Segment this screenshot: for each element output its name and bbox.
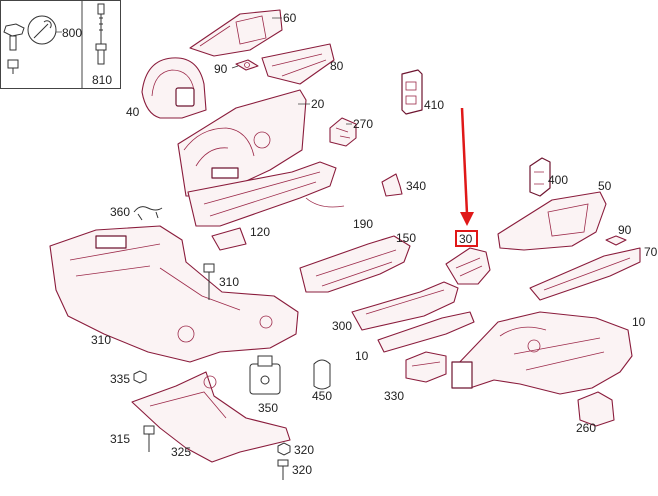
callout-70: 70	[644, 245, 658, 259]
callout-300: 310	[91, 333, 111, 347]
callout-40: 40	[126, 105, 140, 119]
clip-nut-icon	[3, 23, 25, 74]
callout-120: 120	[250, 225, 270, 239]
callout-450: 450	[312, 389, 332, 403]
part-340-cap	[381, 173, 403, 197]
part-50-strut-tower-right	[497, 191, 607, 251]
callout-310: 310	[219, 275, 239, 289]
callout-260: 260	[576, 421, 596, 435]
callout-30: 30	[459, 232, 473, 246]
part-180-reinforcement	[377, 311, 475, 353]
callout-350: 350	[258, 401, 278, 415]
callout-60: 60	[283, 11, 297, 25]
callout-340: 340	[406, 179, 426, 193]
part-120-rail-bracket	[211, 227, 247, 251]
callout-320: 320	[292, 463, 312, 477]
callout-20: 20	[311, 97, 325, 111]
part-410-mount	[401, 69, 423, 115]
callout-190: 190	[353, 217, 373, 231]
callout-110: 330	[384, 389, 404, 403]
red-arrow-icon	[460, 107, 474, 226]
bolt-310-icon	[203, 263, 215, 300]
callout-325: 320	[294, 443, 314, 457]
part-300-subframe	[49, 225, 299, 363]
part-70-brace-right	[529, 247, 641, 301]
part-90-bracket-right	[605, 235, 627, 246]
part-360-clip	[133, 206, 163, 221]
part-400-bracket	[529, 157, 551, 197]
part-60-strut-tower-upper	[189, 9, 283, 57]
callout-50: 50	[598, 179, 612, 193]
nut-335-icon	[133, 370, 147, 384]
part-80-strut-brace	[261, 43, 335, 85]
callout-810: 810	[92, 73, 112, 87]
nut-325-icon	[277, 442, 291, 456]
callout-90-right: 90	[618, 223, 632, 237]
callout-410: 410	[424, 98, 444, 112]
callout-335: 335	[110, 372, 130, 386]
callout-180: 10	[355, 349, 369, 363]
highlight-box-30	[455, 230, 478, 247]
callout-10: 10	[632, 315, 646, 329]
part-110-bracket	[405, 351, 447, 383]
part-90-bracket-small	[235, 59, 259, 71]
callout-400: 400	[548, 173, 568, 187]
part-140-longitudinal	[351, 281, 459, 331]
bolt-320-icon	[277, 459, 289, 480]
fastener-inset: 800 810	[0, 0, 121, 89]
bolt-icon	[95, 3, 107, 65]
part-150-lower-rail	[299, 235, 411, 293]
callout-315: 315	[110, 432, 130, 446]
part-190-frame-rail	[187, 161, 345, 227]
part-260-plate	[577, 391, 615, 427]
callout-90-upper: 90	[214, 62, 228, 76]
part-270-bracket	[329, 117, 357, 147]
callout-80: 80	[330, 59, 344, 73]
callout-360: 360	[110, 205, 130, 219]
part-330-control-arm	[131, 371, 291, 463]
callout-270: 270	[353, 117, 373, 131]
callout-140: 300	[332, 319, 352, 333]
wrench-icon	[27, 15, 57, 45]
part-10-front-end-assembly	[451, 311, 633, 395]
bolt-315-icon	[143, 425, 155, 452]
callout-150: 150	[396, 231, 416, 245]
callout-800: 800	[62, 26, 82, 40]
part-450-bump-stop	[313, 359, 331, 390]
callout-330: 325	[171, 445, 191, 459]
part-350-engine-mount	[249, 355, 281, 395]
part-30-side-member-front	[445, 247, 491, 285]
part-40-wheel-arch	[141, 57, 207, 119]
